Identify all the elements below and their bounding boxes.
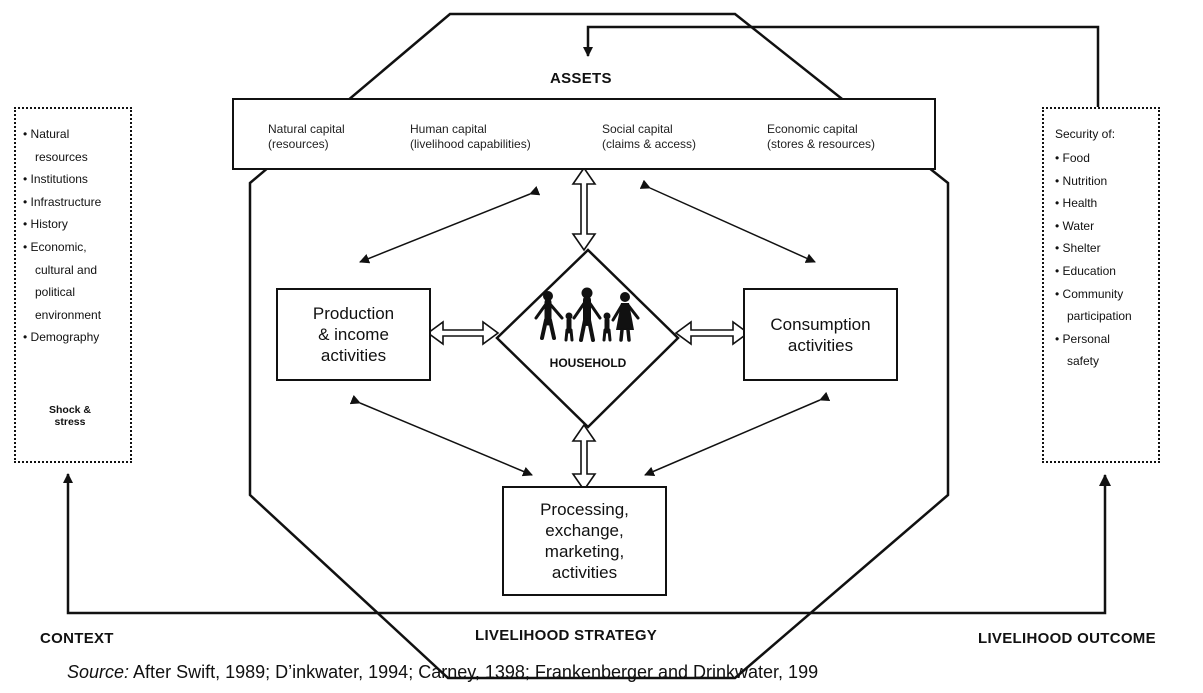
context-item: • Infrastructure: [23, 194, 102, 209]
source-caption: Source: After Swift, 1989; D’inkwater, 1…: [67, 662, 819, 682]
feedback-arrow-assets: [583, 25, 1100, 108]
context-item: • Demography: [23, 330, 100, 345]
context-box: [14, 107, 132, 463]
outcome-heading: Security of:: [1055, 127, 1116, 141]
bullet-marker: [1055, 309, 1067, 323]
bullet-marker: •: [1055, 241, 1063, 256]
context-item: resources: [23, 146, 127, 169]
bullet-marker: •: [23, 172, 31, 187]
bullet-marker: [23, 150, 35, 164]
link-arrow-consumption-processing: [644, 391, 831, 477]
link-arrow-assets-production: [359, 186, 541, 264]
outcome-item: • Personal: [1055, 331, 1110, 346]
bullet-marker: [23, 263, 35, 277]
bullet-marker: [23, 285, 35, 299]
link-arrow-assets-consumption: [639, 179, 816, 263]
processing-box: Processing, exchange, marketing, activit…: [502, 486, 667, 596]
context-label: CONTEXT: [40, 630, 114, 647]
outcome-item: • Nutrition: [1055, 173, 1108, 188]
outcome-item: participation: [1055, 305, 1155, 328]
outcome-label: LIVELIHOOD OUTCOME: [978, 630, 1156, 647]
outcome-item: • Shelter: [1055, 241, 1101, 256]
bullet-marker: •: [1055, 218, 1063, 233]
context-list: • Natural resources • Institutions • Inf…: [23, 123, 127, 349]
capital-natural: Natural capital (resources): [268, 122, 345, 151]
context-item: political: [23, 281, 127, 304]
bullet-marker: •: [1055, 196, 1063, 211]
context-item: • Institutions: [23, 172, 88, 187]
production-box: Production & income activities: [276, 288, 431, 381]
household-label: HOUSEHOLD: [549, 356, 627, 370]
assets-box: [232, 98, 936, 170]
double-arrow-assets-household: [571, 166, 597, 252]
bullet-marker: [1055, 354, 1067, 368]
context-item: environment: [23, 304, 127, 327]
context-item: cultural and: [23, 259, 127, 282]
bullet-marker: •: [1055, 263, 1063, 278]
assets-title: ASSETS: [550, 70, 612, 87]
context-item: • History: [23, 217, 68, 232]
bullet-marker: •: [23, 239, 31, 254]
strategy-octagon: [248, 12, 950, 680]
context-item: • Economic,: [23, 239, 87, 254]
family-icon: [534, 287, 640, 342]
bullet-marker: •: [23, 127, 31, 141]
bullet-marker: •: [1055, 331, 1063, 346]
outcome-item: • Education: [1055, 263, 1116, 278]
outcome-loop-arrowhead: [1099, 474, 1111, 486]
bullet-marker: •: [23, 330, 31, 345]
capital-economic: Economic capital (stores & resources): [767, 122, 876, 151]
outcome-item: • Health: [1055, 196, 1098, 211]
household-diamond: [495, 248, 680, 429]
outcome-item: • Community: [1055, 286, 1124, 301]
outcome-item: • Water: [1055, 218, 1095, 233]
link-arrow-production-processing: [349, 394, 533, 477]
shock-stress-label: Shock & stress: [48, 404, 91, 428]
context-loop-line: [63, 473, 1107, 615]
outcome-list: • Food • Nutrition • Health • Water • Sh…: [1055, 147, 1155, 373]
double-arrow-household-processing: [571, 423, 597, 492]
strategy-label: LIVELIHOOD STRATEGY: [475, 627, 658, 644]
bullet-marker: •: [23, 217, 31, 232]
capital-human: Human capital (livelihood capabilities): [410, 122, 531, 151]
bullet-marker: •: [1055, 286, 1063, 301]
bullet-marker: [23, 308, 35, 322]
outcome-item: • Food: [1055, 151, 1090, 165]
capital-social: Social capital (claims & access): [602, 122, 697, 151]
bullet-marker: •: [1055, 173, 1063, 188]
consumption-box: Consumption activities: [743, 288, 898, 381]
bullet-marker: •: [1055, 151, 1063, 165]
context-item: • Natural: [23, 127, 70, 141]
double-arrow-production-household: [426, 320, 500, 346]
bullet-marker: •: [23, 194, 31, 209]
outcome-box: [1042, 107, 1160, 463]
outcome-item: safety: [1055, 350, 1155, 373]
double-arrow-household-consumption: [674, 320, 750, 346]
